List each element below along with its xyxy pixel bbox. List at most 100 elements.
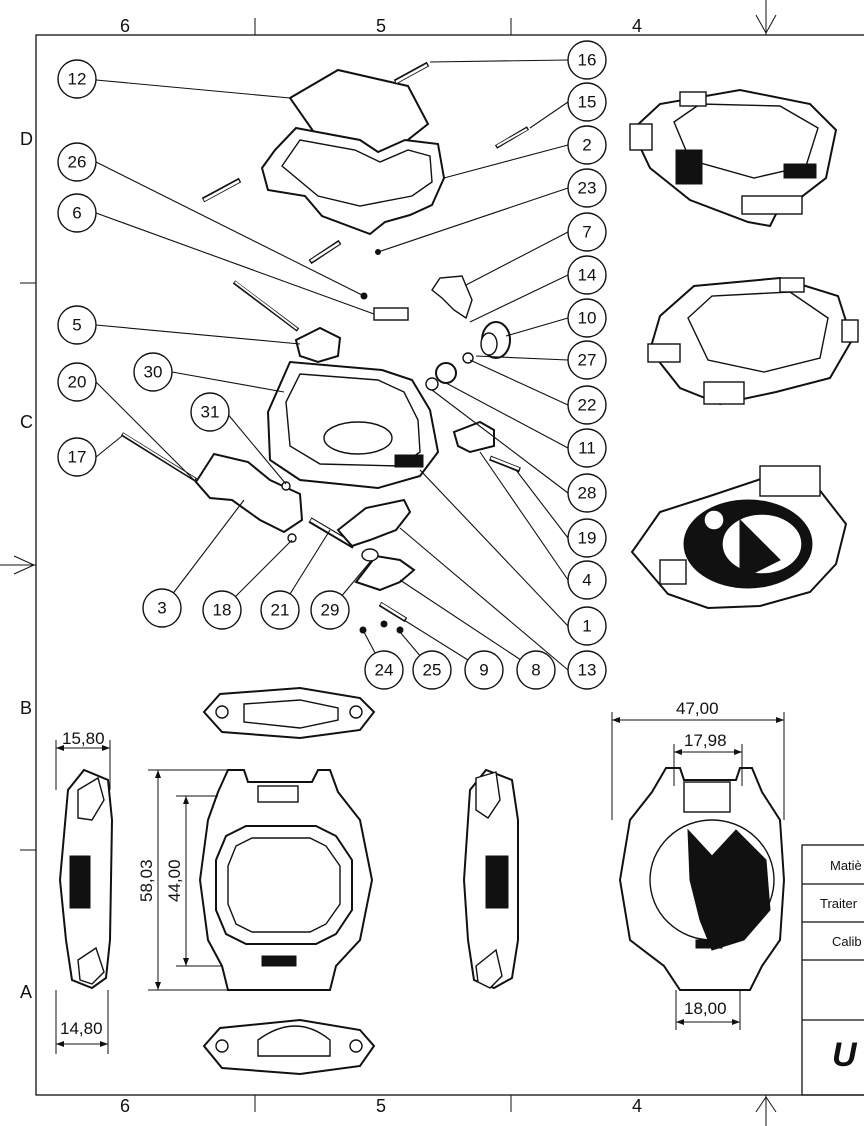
balloon-label: 5 xyxy=(72,316,81,335)
balloon-label: 11 xyxy=(578,439,596,458)
balloon-circle xyxy=(57,142,97,182)
iso-view-top xyxy=(629,88,838,228)
balloon-label: 19 xyxy=(578,529,597,548)
balloon-circle xyxy=(190,392,230,432)
part-caseback-13 xyxy=(336,498,412,548)
dimension-front-height-inner: 44,00 xyxy=(165,859,184,902)
part-bezel xyxy=(260,126,446,236)
balloon-circle xyxy=(567,606,607,646)
part-pin-17 xyxy=(120,432,198,482)
part-case-body xyxy=(266,360,440,490)
balloon-circle xyxy=(260,590,300,630)
balloon-18: 18 xyxy=(202,590,242,630)
balloon-23: 23 xyxy=(567,168,607,208)
part-pusher-4 xyxy=(452,420,495,454)
balloon-label: 10 xyxy=(578,309,597,328)
balloon-label: 2 xyxy=(582,136,591,155)
part-pin-21 xyxy=(308,517,356,549)
grid-row-D: D xyxy=(20,129,33,149)
balloon-3: 3 xyxy=(142,588,182,628)
balloon-circle xyxy=(567,385,607,425)
balloon-circle xyxy=(567,40,607,80)
balloon-label: 28 xyxy=(578,484,597,503)
balloon-circle xyxy=(567,340,607,380)
balloon-7: 7 xyxy=(567,212,607,252)
centering-mark-left xyxy=(0,555,36,575)
balloon-13: 13 xyxy=(567,650,607,690)
dimension-side-top-width: 15,80 xyxy=(62,729,105,748)
balloon-16: 16 xyxy=(567,40,607,80)
exploded-view xyxy=(120,61,530,634)
balloon-label: 7 xyxy=(582,223,591,242)
balloon-6: 6 xyxy=(57,193,97,233)
balloon-circle xyxy=(567,298,607,338)
balloon-label: 23 xyxy=(578,179,597,198)
balloon-circle xyxy=(567,650,607,690)
balloon-label: 18 xyxy=(213,601,232,620)
part-screw-19 xyxy=(489,455,521,473)
balloon-label: 14 xyxy=(578,266,597,285)
balloon-12: 12 xyxy=(57,59,97,99)
balloon-circle xyxy=(567,473,607,513)
balloon-24: 24 xyxy=(364,650,404,690)
iso-view-middle xyxy=(647,276,859,406)
balloon-5: 5 xyxy=(57,305,97,345)
balloon-30: 30 xyxy=(133,352,173,392)
part-oring-28 xyxy=(425,377,439,391)
balloon-31: 31 xyxy=(190,392,230,432)
grid-col-top-6: 6 xyxy=(120,16,130,36)
balloon-label: 22 xyxy=(578,396,597,415)
balloon-2: 2 xyxy=(567,125,607,165)
balloon-circle xyxy=(567,518,607,558)
part-contact-6 xyxy=(373,307,409,321)
part-crown xyxy=(480,321,511,359)
grid-labels: 6 5 4 6 5 4 D C B A xyxy=(20,16,642,1116)
balloon-11: 11 xyxy=(567,428,607,468)
part-pin-9 xyxy=(378,601,408,623)
balloon-10: 10 xyxy=(567,298,607,338)
balloon-circle xyxy=(57,305,97,345)
grid-row-C: C xyxy=(20,412,33,432)
ortho-back-view xyxy=(618,767,786,991)
balloon-label: 31 xyxy=(201,403,220,422)
part-pin-15 xyxy=(494,126,530,149)
balloon-label: 15 xyxy=(578,93,597,112)
balloon-label: 12 xyxy=(68,70,87,89)
balloon-circle xyxy=(567,125,607,165)
balloon-circle xyxy=(464,650,504,690)
balloon-label: 27 xyxy=(578,351,597,370)
balloon-26: 26 xyxy=(57,142,97,182)
company-logo: U xyxy=(832,1036,858,1074)
title-block: Matiè Traiter Calib U xyxy=(801,844,864,1096)
dimension-arrows xyxy=(56,717,784,1047)
part-bushing-11 xyxy=(435,362,457,384)
part-long-pin xyxy=(232,280,300,332)
balloon-label: 3 xyxy=(157,599,166,618)
part-screw-25a xyxy=(380,620,388,628)
dimension-lines xyxy=(55,712,785,1054)
balloon-circle xyxy=(57,59,97,99)
dimension-side-bottom-width: 14,80 xyxy=(60,1019,103,1038)
balloon-25: 25 xyxy=(412,650,452,690)
part-spring-31 xyxy=(281,481,291,491)
balloon-17: 17 xyxy=(57,437,97,477)
ortho-top-view xyxy=(202,686,376,740)
balloon-circle xyxy=(57,193,97,233)
balloon-label: 29 xyxy=(321,601,340,620)
dimension-back-width-bottom: 18,00 xyxy=(684,999,727,1018)
balloon-20: 20 xyxy=(57,362,97,402)
grid-col-top-5: 5 xyxy=(376,16,386,36)
balloon-label: 8 xyxy=(531,661,540,680)
balloon-circle xyxy=(567,82,607,122)
balloon-22: 22 xyxy=(567,385,607,425)
part-washer-29 xyxy=(361,548,379,562)
ortho-front-view xyxy=(198,769,374,991)
part-screw-24 xyxy=(359,626,367,634)
balloon-circle xyxy=(364,650,404,690)
grid-row-A: A xyxy=(20,982,32,1002)
balloon-circle xyxy=(516,650,556,690)
title-block-treatment: Traiter xyxy=(820,896,858,911)
balloon-label: 6 xyxy=(72,204,81,223)
